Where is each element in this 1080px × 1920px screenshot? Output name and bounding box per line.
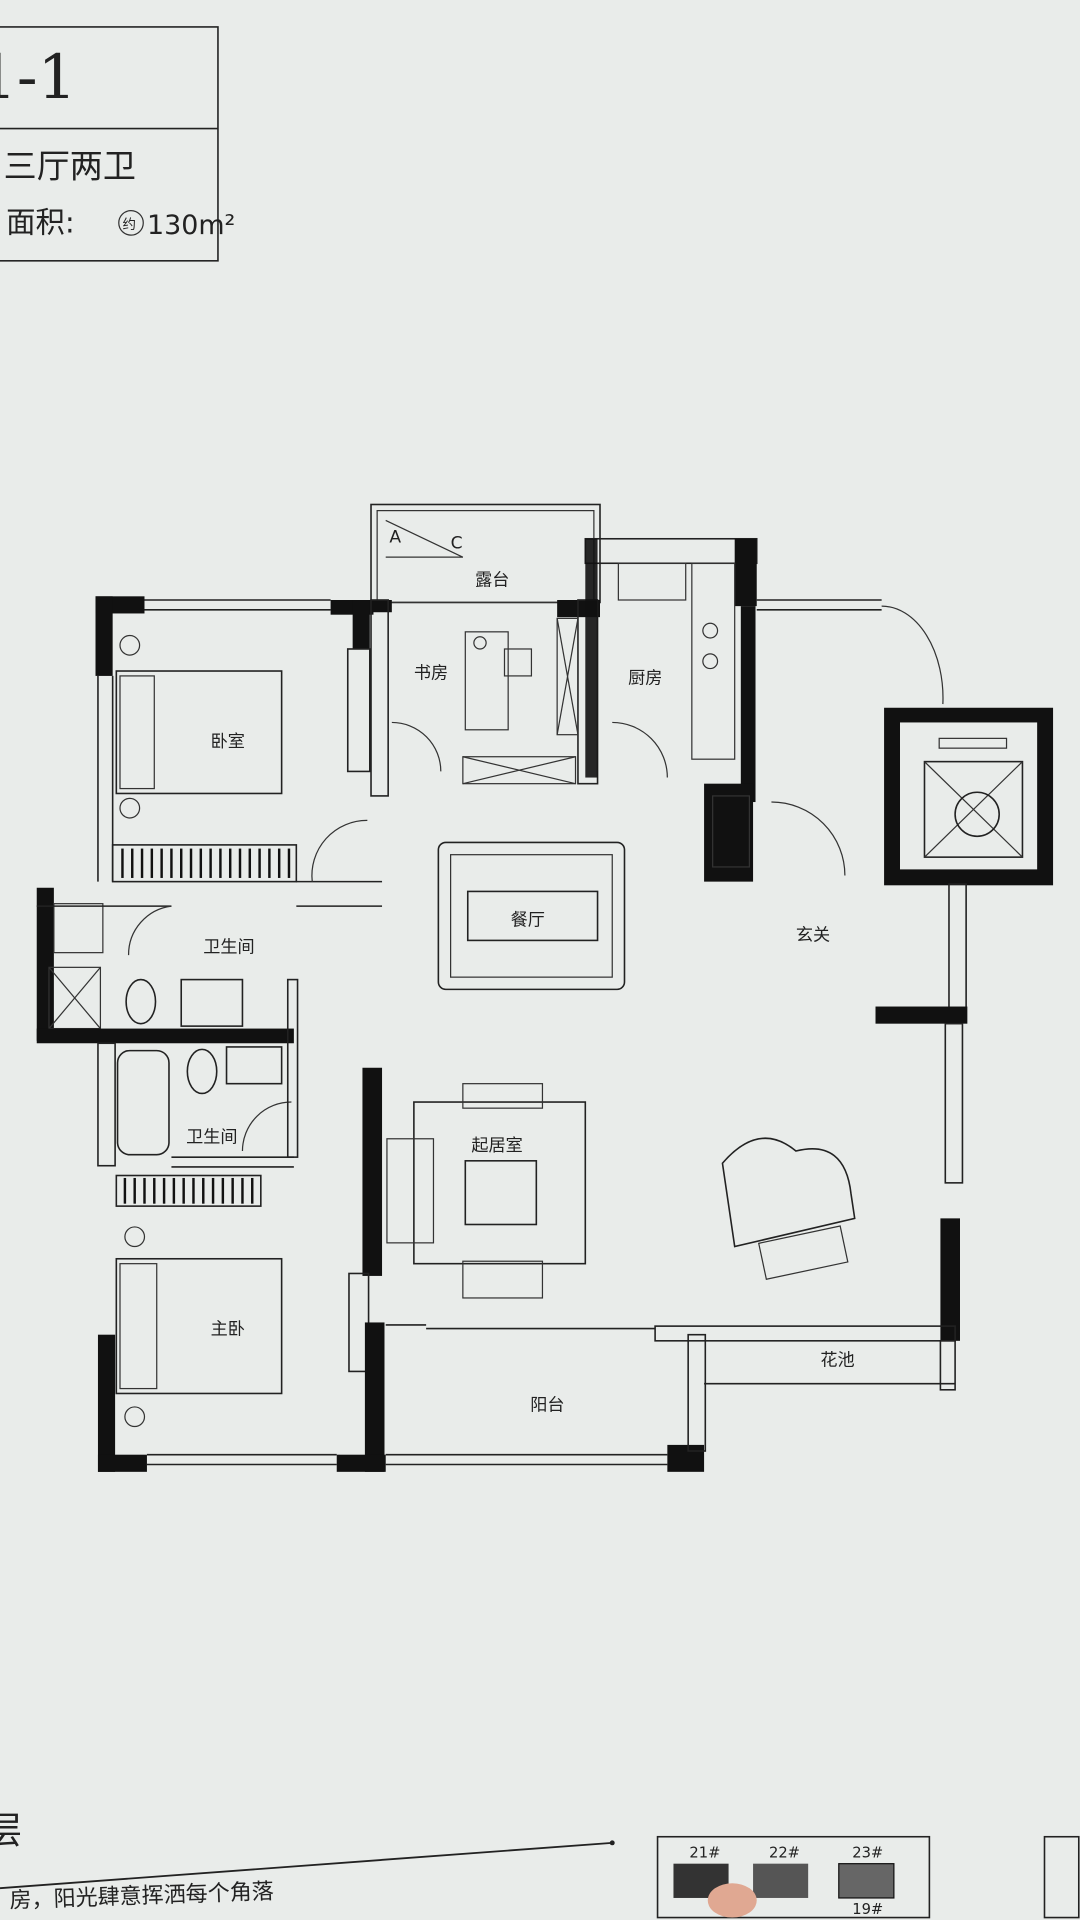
room-label-balcony: 阳台 [530, 1396, 564, 1416]
room-label-bedroom: 卧室 [211, 732, 245, 752]
room-label-kitchen: 厨房 [628, 668, 662, 688]
room-label-dining: 餐厅 [511, 911, 545, 931]
unit-code: 1-1 [0, 42, 77, 113]
room-label-living: 起居室 [471, 1136, 522, 1156]
room-label-bathroom-2: 卫生间 [186, 1127, 237, 1147]
room-label-bathroom-1: 卫生间 [203, 938, 254, 958]
building-19-label: 19# [852, 1901, 883, 1918]
finger [707, 1883, 757, 1918]
section-heading: 层 [0, 1809, 22, 1852]
approx-circle [118, 210, 144, 236]
approx-mark: 约 [122, 217, 135, 233]
room-label-study: 书房 [414, 663, 448, 683]
room-label-master-bedroom: 主卧 [211, 1320, 245, 1340]
room-label-terrace: 露台 [475, 570, 509, 590]
room-label-foyer: 玄关 [796, 925, 830, 945]
terrace-mark-c: C [451, 534, 463, 554]
building-22-label: 22# [769, 1845, 800, 1862]
building-map: 21# 22# 23# 19# [656, 1835, 1080, 1919]
area-label: 面积: [6, 206, 75, 240]
unit-info-box: 1-1 三厅两卫 面积: 约 130m² [0, 26, 235, 262]
layout-text: 三厅两卫 [4, 147, 136, 186]
wheelchair-icon [954, 791, 1000, 838]
terrace-mark-a: A [389, 527, 401, 547]
piano-icon [721, 1137, 856, 1248]
building-23-label: 23# [852, 1845, 883, 1862]
divider-line [0, 1841, 613, 1890]
room-label-flower-bed: 花池 [820, 1350, 854, 1370]
building-21-label: 21# [689, 1845, 720, 1862]
area-value: 130m² [147, 210, 235, 241]
floor-plan: A C [36, 503, 1054, 1472]
